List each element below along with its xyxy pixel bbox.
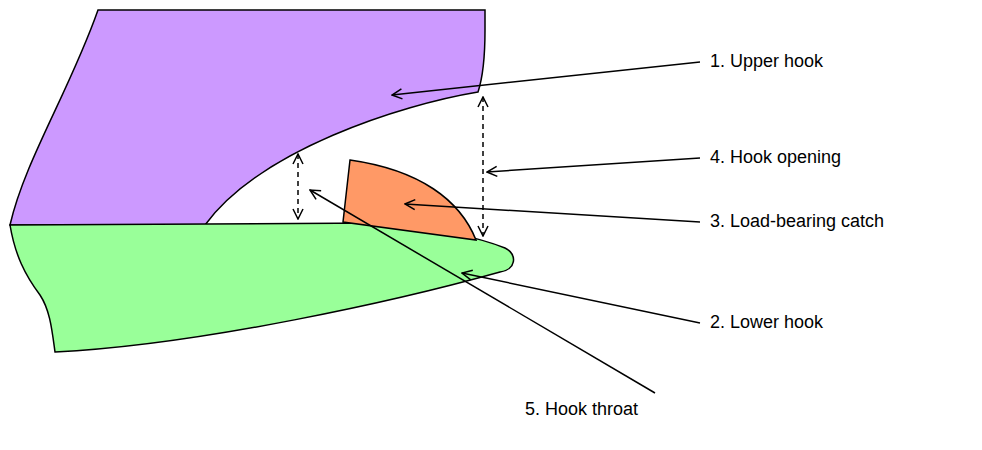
hook-throat-dimension	[297, 154, 299, 219]
load-bearing-catch	[343, 160, 476, 240]
callout-label: 4. Hook opening	[710, 147, 841, 169]
leader-line	[392, 62, 700, 95]
hook-opening-dimension	[482, 97, 484, 236]
callout-label: 2. Lower hook	[710, 312, 823, 334]
callout-label: 3. Load-bearing catch	[710, 211, 884, 233]
leader-line	[310, 190, 655, 393]
leader-line	[462, 273, 700, 323]
callout-label: 5. Hook throat	[525, 399, 638, 421]
leader-line	[405, 204, 700, 222]
leader-line	[487, 158, 700, 172]
lower-hook	[10, 223, 514, 352]
callout-label: 1. Upper hook	[710, 51, 823, 73]
